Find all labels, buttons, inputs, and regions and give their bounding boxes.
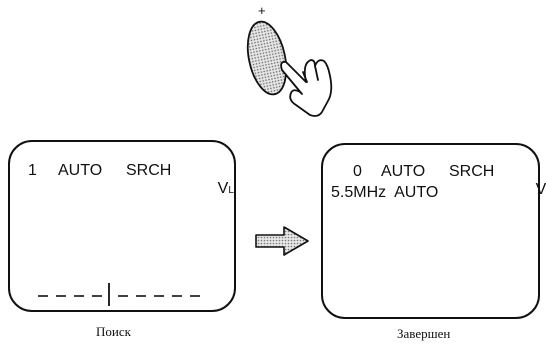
volume-label: VL [509, 163, 546, 219]
tv-screen-complete: 0 AUTO SRCH VL 5.5MHz AUTO [321, 143, 546, 319]
button-plus-sign: + [258, 3, 266, 18]
press-button-icon [246, 20, 288, 96]
volume-symbol: V [217, 180, 229, 197]
tv-screen-searching: 1 AUTO SRCH VL [8, 140, 236, 312]
search-label: SRCH [126, 162, 172, 179]
mode-label: AUTO [58, 162, 103, 179]
remote-button-illustration [246, 20, 333, 117]
mode-label: AUTO [381, 163, 426, 180]
volume-label: VL [191, 162, 234, 218]
search-label: SRCH [449, 163, 495, 180]
volume-symbol: V [535, 181, 546, 198]
caption-search: Поиск [96, 324, 131, 339]
channel-number: 0 [353, 163, 362, 180]
channel-number: 1 [28, 162, 37, 179]
pointing-hand-icon [280, 59, 333, 117]
right-arrow-icon [255, 226, 309, 256]
volume-subscript: L [228, 185, 234, 196]
caption-complete: Завершен [397, 326, 451, 341]
sound-system-line: 5.5MHz AUTO [331, 184, 439, 201]
tuning-bar-icon [38, 283, 200, 306]
